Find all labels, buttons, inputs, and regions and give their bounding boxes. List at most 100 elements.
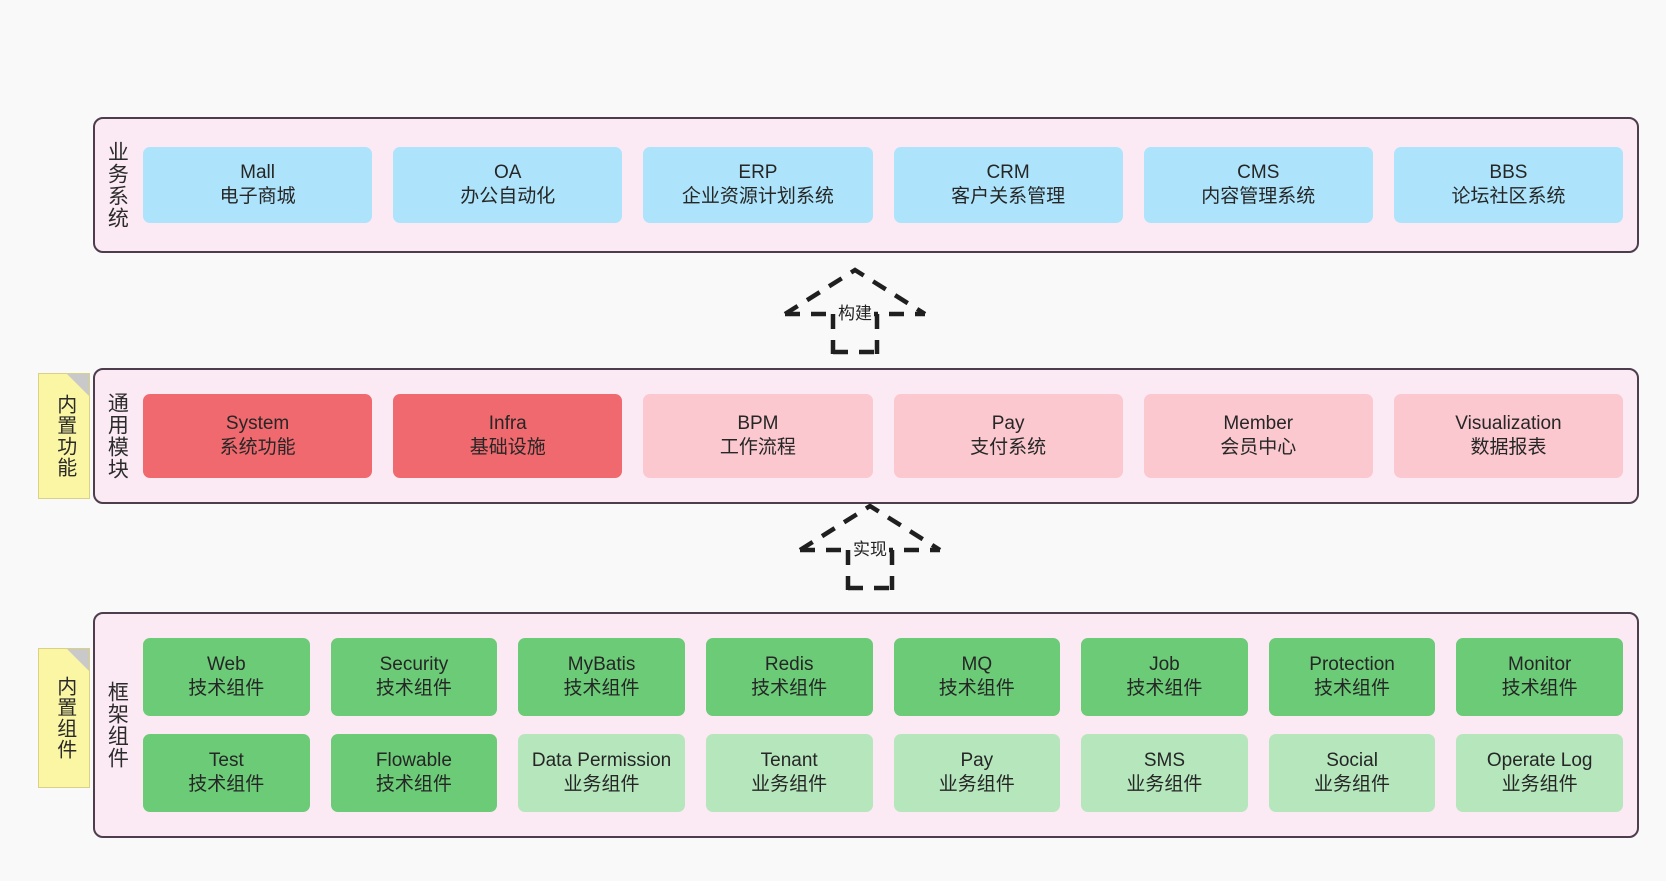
card-monitor[interactable]: Monitor 技术组件 <box>1456 638 1623 716</box>
card-subtitle: 业务组件 <box>751 774 828 795</box>
card-row: System 系统功能 Infra 基础设施 BPM 工作流程 Pay 支付系统… <box>143 394 1624 478</box>
card-subtitle: 技术组件 <box>375 774 452 795</box>
card-title: Social <box>1326 749 1378 771</box>
card-row: Test 技术组件 Flowable 技术组件 Data Permission … <box>143 734 1623 812</box>
card-subtitle: 技术组件 <box>1126 678 1203 699</box>
arrowhead-left-right <box>798 503 942 552</box>
note-fold-icon <box>67 649 89 671</box>
card-subtitle: 会员中心 <box>1220 437 1297 458</box>
layer-body-common-modules: System 系统功能 Infra 基础设施 BPM 工作流程 Pay 支付系统… <box>137 370 1637 502</box>
card-title: Visualization <box>1455 412 1562 434</box>
card-title: Protection <box>1309 653 1395 675</box>
card-system[interactable]: System 系统功能 <box>143 394 373 478</box>
card-erp[interactable]: ERP 企业资源计划系统 <box>643 147 873 223</box>
card-subtitle: 业务组件 <box>563 774 640 795</box>
card-title: Infra <box>488 412 527 434</box>
card-subtitle: 技术组件 <box>1501 678 1578 699</box>
card-pay-component[interactable]: Pay 业务组件 <box>893 734 1061 812</box>
card-subtitle: 技术组件 <box>188 774 265 795</box>
card-visualization[interactable]: Visualization 数据报表 <box>1393 394 1624 478</box>
card-mybatis[interactable]: MyBatis 技术组件 <box>518 638 685 716</box>
card-title: MQ <box>961 653 993 675</box>
card-subtitle: 基础设施 <box>469 437 546 458</box>
card-title: System <box>225 412 290 434</box>
card-subtitle: 内容管理系统 <box>1201 186 1316 207</box>
arrowhead-left-right <box>783 267 927 316</box>
note-fold-icon <box>67 374 89 396</box>
card-title: BBS <box>1489 161 1528 183</box>
card-subtitle: 技术组件 <box>938 678 1015 699</box>
card-title: Monitor <box>1508 653 1572 675</box>
card-cms[interactable]: CMS 内容管理系统 <box>1143 147 1373 223</box>
card-title: Mall <box>240 161 275 183</box>
layer-common-modules[interactable]: 通用模块 System 系统功能 Infra 基础设施 BPM 工作流程 Pay… <box>93 368 1639 504</box>
card-protection[interactable]: Protection 技术组件 <box>1268 638 1436 716</box>
card-sms[interactable]: SMS 业务组件 <box>1081 734 1248 812</box>
card-job[interactable]: Job 技术组件 <box>1081 638 1248 716</box>
card-title: Job <box>1149 653 1180 675</box>
card-subtitle: 技术组件 <box>375 678 452 699</box>
card-web[interactable]: Web 技术组件 <box>143 638 310 716</box>
card-title: Pay <box>991 412 1025 434</box>
card-subtitle: 系统功能 <box>219 437 296 458</box>
card-subtitle: 工作流程 <box>719 437 796 458</box>
card-security[interactable]: Security 技术组件 <box>330 638 498 716</box>
card-title: Pay <box>960 749 994 771</box>
card-tenant[interactable]: Tenant 业务组件 <box>705 734 873 812</box>
card-oa[interactable]: OA 办公自动化 <box>393 147 623 223</box>
card-bbs[interactable]: BBS 论坛社区系统 <box>1393 147 1624 223</box>
card-operate-log[interactable]: Operate Log 业务组件 <box>1456 734 1623 812</box>
note-label: 内置组件 <box>53 676 76 760</box>
card-subtitle: 企业资源计划系统 <box>681 186 834 207</box>
card-title: Data Permission <box>531 749 672 771</box>
card-infra[interactable]: Infra 基础设施 <box>393 394 623 478</box>
card-title: ERP <box>738 161 778 183</box>
card-mall[interactable]: Mall 电子商城 <box>143 147 373 223</box>
card-subtitle: 业务组件 <box>1126 774 1203 795</box>
card-title: Member <box>1223 412 1294 434</box>
note-builtin-components[interactable]: 内置组件 <box>38 648 90 788</box>
card-subtitle: 技术组件 <box>1314 678 1391 699</box>
card-title: Web <box>206 653 246 675</box>
card-subtitle: 电子商城 <box>219 186 296 207</box>
card-subtitle: 业务组件 <box>1314 774 1391 795</box>
card-title: Security <box>379 653 449 675</box>
note-label: 内置功能 <box>53 394 76 478</box>
connector-implement: 实现 <box>790 498 950 591</box>
layer-title-common-modules: 通用模块 <box>105 392 129 480</box>
card-title: SMS <box>1143 749 1186 771</box>
card-title: Test <box>208 749 244 771</box>
card-title: CRM <box>986 161 1030 183</box>
card-pay-module[interactable]: Pay 支付系统 <box>893 394 1123 478</box>
card-data-permission[interactable]: Data Permission 业务组件 <box>518 734 685 812</box>
connector-build: 构建 <box>775 262 935 355</box>
card-member[interactable]: Member 会员中心 <box>1143 394 1373 478</box>
layer-title-framework-components: 框架组件 <box>105 681 129 769</box>
card-subtitle: 论坛社区系统 <box>1451 186 1566 207</box>
card-subtitle: 业务组件 <box>1501 774 1578 795</box>
layer-framework-components[interactable]: 框架组件 Web 技术组件 Security 技术组件 MyBatis 技术组件… <box>93 612 1639 838</box>
card-subtitle: 数据报表 <box>1470 437 1547 458</box>
card-subtitle: 技术组件 <box>751 678 828 699</box>
card-redis[interactable]: Redis 技术组件 <box>705 638 873 716</box>
card-mq[interactable]: MQ 技术组件 <box>893 638 1061 716</box>
card-test[interactable]: Test 技术组件 <box>143 734 310 812</box>
card-social[interactable]: Social 业务组件 <box>1268 734 1436 812</box>
card-title: BPM <box>737 412 779 434</box>
card-subtitle: 业务组件 <box>938 774 1015 795</box>
card-title: OA <box>494 161 522 183</box>
card-flowable[interactable]: Flowable 技术组件 <box>330 734 498 812</box>
note-builtin-features[interactable]: 内置功能 <box>38 373 90 499</box>
card-title: CMS <box>1237 161 1280 183</box>
card-crm[interactable]: CRM 客户关系管理 <box>893 147 1123 223</box>
connector-implement-label: 实现 <box>851 535 889 560</box>
card-subtitle: 办公自动化 <box>460 186 556 207</box>
card-title: Flowable <box>375 749 452 771</box>
card-bpm[interactable]: BPM 工作流程 <box>643 394 873 478</box>
card-subtitle: 技术组件 <box>563 678 640 699</box>
card-title: Operate Log <box>1486 749 1593 771</box>
card-subtitle: 技术组件 <box>188 678 265 699</box>
layer-business-systems[interactable]: 业务系统 Mall 电子商城 OA 办公自动化 ERP 企业资源计划系统 CRM… <box>93 117 1639 253</box>
card-row: Mall 电子商城 OA 办公自动化 ERP 企业资源计划系统 CRM 客户关系… <box>143 147 1624 223</box>
